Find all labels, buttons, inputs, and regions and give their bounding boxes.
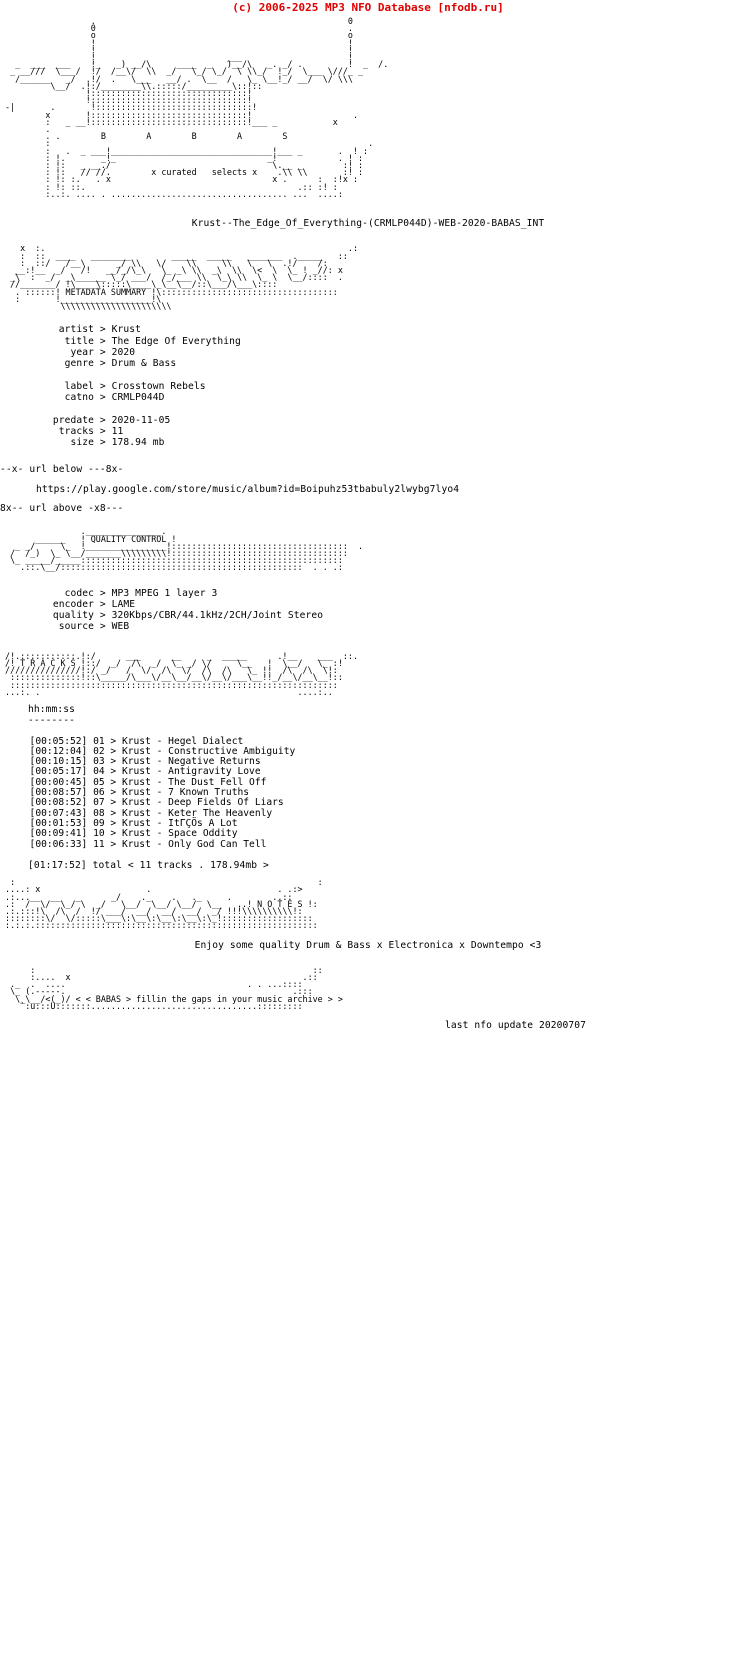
metadata-banner-art: x :. .: : :: ____ ________ _____ _____ _… bbox=[10, 243, 358, 311]
url-marker-below: 8x-- url above -x8--- bbox=[0, 503, 124, 515]
tracks-time-rule: -------- bbox=[28, 715, 76, 727]
banner-art-top: . 0 0 . o o bbox=[10, 16, 389, 106]
quality-banner-art: ._______________. ______ ! QUALITY CONTR… bbox=[10, 526, 364, 573]
release-url[interactable]: https://play.google.com/store/music/albu… bbox=[36, 483, 460, 495]
release-dirname: Krust--The_Edge_Of_Everything-(CRMLP044D… bbox=[191, 218, 545, 230]
footer-art: : :: :.... x .:: ._ . .... . . ...:::: \… bbox=[10, 964, 343, 1011]
notes-banner-art: : : ....: x . . .:> .:...__ __ _ _/ ._ .… bbox=[5, 877, 323, 931]
tracks-time-header: hh:mm:ss bbox=[28, 703, 76, 715]
last-nfo-update: last nfo update 20200707 bbox=[0, 1020, 736, 1031]
last-update-value: 20200707 bbox=[538, 1020, 586, 1032]
url-marker-above: --x- url below ---8x- bbox=[0, 464, 124, 476]
last-update-label: last nfo update bbox=[444, 1020, 534, 1032]
tracks-banner-art: /!.:::::::::::.!:/ ___ __ _ _____ .!__ _… bbox=[5, 650, 358, 697]
notes-text: Enjoy some quality Drum & Bass x Electro… bbox=[194, 939, 542, 951]
metadata-fields: artist > Krust title > The Edge Of Every… bbox=[52, 324, 241, 449]
tracks-total: [01:17:52] total < 11 tracks . 178.94mb … bbox=[28, 859, 269, 871]
quality-fields: codec > MP3 MPEG 1 layer 3 encoder > LAM… bbox=[52, 587, 324, 633]
site-header: (c) 2006-2025 MP3 NFO Database [nfodb.ru… bbox=[232, 1, 504, 14]
banner-art-mid: -| . !:::::::::::::::::::::::::::::::! x… bbox=[5, 102, 374, 199]
track-list: [00:05:52] 01 > Krust - Hegel Dialect [0… bbox=[29, 735, 296, 850]
